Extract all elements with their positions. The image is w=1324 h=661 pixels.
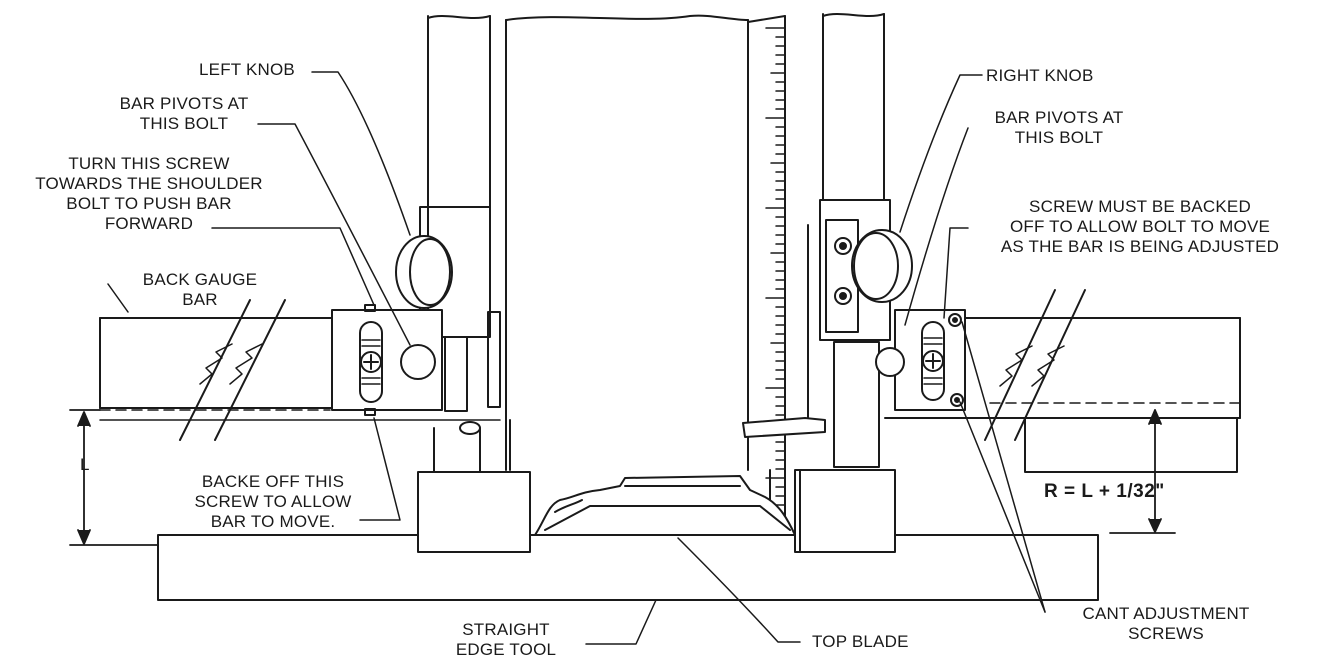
label-back-gauge-bar: BACK GAUGE BAR: [118, 270, 282, 310]
label-line: BAR TO MOVE.: [210, 512, 336, 531]
label-line: FORWARD: [104, 214, 194, 233]
right-mount-block: [794, 469, 896, 553]
dimension-l: [69, 409, 159, 546]
label-turn-screw: TURN THIS SCREW TOWARDS THE SHOULDER BOL…: [4, 154, 294, 234]
label-bar-pivots-right: BAR PIVOTS AT THIS BOLT: [964, 108, 1154, 148]
top-blade: [534, 475, 796, 536]
label-line: BAR PIVOTS AT: [119, 94, 249, 113]
leader-lines: [107, 71, 1046, 645]
label-back-off-screw: BACKE OFF THIS SCREW TO ALLOW BAR TO MOV…: [168, 472, 378, 532]
label-line: SCREWS: [1128, 624, 1204, 643]
label-top-blade: TOP BLADE: [812, 632, 909, 651]
right-back-gauge-bar: [875, 289, 1241, 473]
label-line: STRAIGHT: [462, 620, 550, 639]
label-line: BACKE OFF THIS: [201, 472, 345, 491]
label-straight-edge: STRAIGHT EDGE TOOL: [430, 620, 582, 660]
label-right-knob: RIGHT KNOB: [986, 66, 1094, 85]
label-bar-pivots-left: BAR PIVOTS AT THIS BOLT: [96, 94, 272, 134]
label-r-equation: R = L + 1/32": [1044, 481, 1165, 502]
label-screw-backed: SCREW MUST BE BACKED OFF TO ALLOW BOLT T…: [964, 197, 1316, 257]
straight-edge-tool: [157, 534, 1099, 601]
label-line: BAR: [182, 290, 218, 309]
label-line: AS THE BAR IS BEING ADJUSTED: [1000, 237, 1280, 256]
label-dimension-l: L: [80, 455, 90, 474]
left-back-gauge-bar: [99, 299, 501, 441]
label-line: EDGE TOOL: [455, 640, 557, 659]
label-line: SCREW TO ALLOW: [194, 492, 352, 511]
label-line: THIS BOLT: [1014, 128, 1104, 147]
label-left-knob: LEFT KNOB: [199, 60, 295, 79]
label-line: SCREW MUST BE BACKED: [1029, 197, 1251, 216]
label-line: OFF TO ALLOW BOLT TO MOVE: [1009, 217, 1271, 236]
label-line: BOLT TO PUSH BAR: [66, 194, 232, 213]
label-line: BAR PIVOTS AT: [994, 108, 1124, 127]
left-knob: [395, 235, 453, 309]
right-knob: [851, 229, 913, 303]
ruler: [765, 27, 785, 515]
dimension-r: [1109, 409, 1176, 534]
label-line: TOWARDS THE SHOULDER: [35, 174, 263, 193]
label-line: BACK GAUGE: [142, 270, 258, 289]
label-line: CANT ADJUSTMENT: [1082, 604, 1250, 623]
label-line: THIS BOLT: [139, 114, 229, 133]
label-line: TURN THIS SCREW: [68, 154, 230, 173]
left-mount-block: [417, 419, 531, 553]
center-blade: [505, 14, 786, 521]
label-cant-adjustment: CANT ADJUSTMENT SCREWS: [1056, 604, 1276, 644]
